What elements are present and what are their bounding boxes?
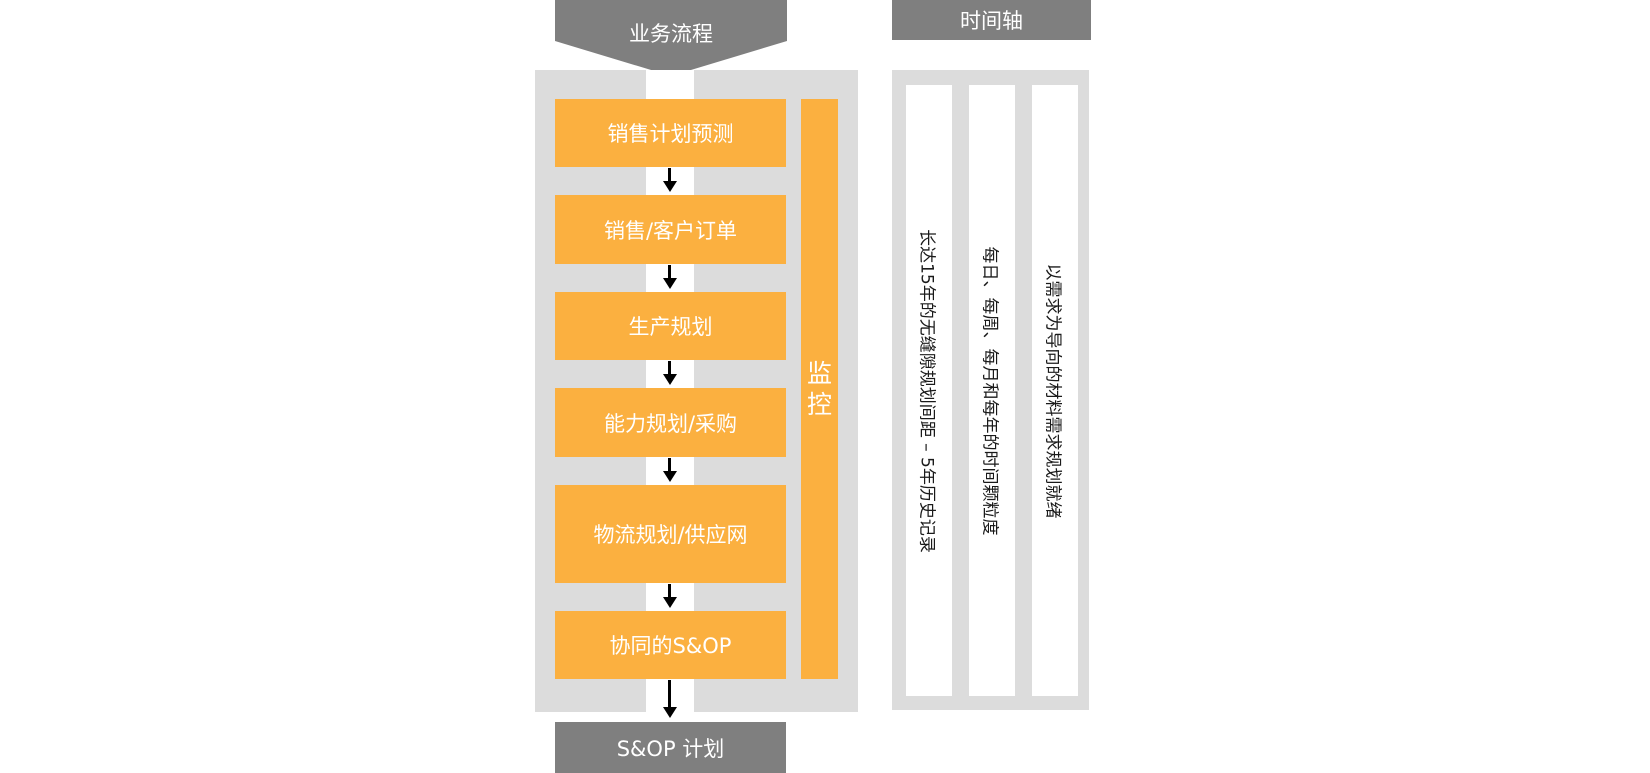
step-label: 销售计划预测: [607, 122, 734, 146]
step-sales-orders: 销售/客户订单: [555, 195, 786, 264]
step-label: 物流规划/供应网: [593, 523, 748, 547]
step-logistics-supply-network: 物流规划/供应网: [555, 485, 786, 583]
flow-arrow-output: [660, 680, 680, 720]
flow-arrow: [660, 168, 680, 192]
flow-arrow: [660, 361, 680, 385]
sop-plan-label: S&OP 计划: [616, 736, 725, 761]
timeline-column-mrp: 以需求为导向的材料需求规划就绪: [1032, 85, 1078, 696]
flow-arrow: [660, 265, 680, 289]
timeline-text: 以需求为导向的材料需求规划就绪: [1042, 263, 1063, 518]
flow-arrow: [660, 458, 680, 482]
flow-arrow: [660, 584, 680, 608]
sop-plan-output: S&OP 计划: [555, 722, 786, 773]
process-header-shape: [555, 0, 787, 76]
process-header: 业务流程: [555, 14, 787, 52]
monitor-label: 监 控: [806, 359, 832, 419]
monitor-bar: 监 控: [801, 99, 838, 679]
step-label: 销售/客户订单: [603, 218, 738, 243]
timeline-column-granularity: 每日、每周、每月和每年的时间颗粒度: [969, 85, 1015, 696]
step-label: 生产规划: [628, 315, 713, 339]
step-production-planning: 生产规划: [555, 292, 786, 360]
timeline-text: 长达15年的无缝隙规划间距 – 5年历史记录: [916, 228, 937, 553]
timeline-header-label: 时间轴: [960, 9, 1023, 33]
timeline-header: 时间轴: [892, 0, 1091, 40]
timeline-text: 每日、每周、每月和每年的时间颗粒度: [979, 246, 1000, 535]
step-label: 协同的S&OP: [609, 634, 732, 658]
timeline-column-horizon: 长达15年的无缝隙规划间距 – 5年历史记录: [906, 85, 952, 696]
step-sales-forecast: 销售计划预测: [555, 99, 786, 167]
step-capacity-procurement: 能力规划/采购: [555, 388, 786, 457]
step-label: 能力规划/采购: [603, 411, 738, 436]
step-collaborative-sop: 协同的S&OP: [555, 611, 786, 679]
process-header-label: 业务流程: [629, 22, 713, 46]
